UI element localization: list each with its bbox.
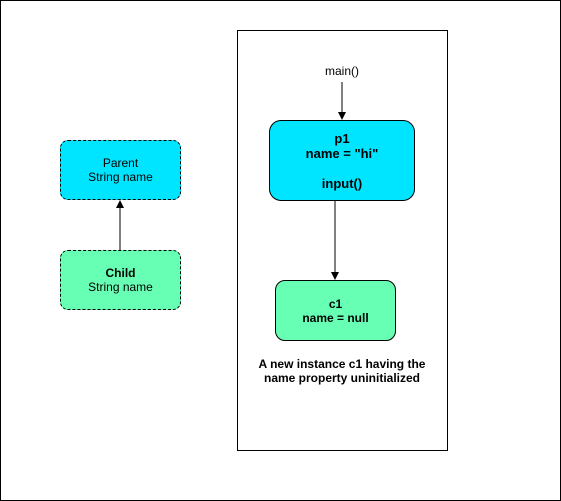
p1-field: name = "hi" (305, 145, 379, 161)
child-class-field: String name (88, 280, 153, 294)
main-label: main() (324, 64, 359, 78)
c1-caption: A new instance c1 having the name proper… (244, 357, 440, 385)
c1-caption-line1: A new instance c1 having the (258, 357, 426, 371)
p1-instance-box: p1 name = "hi" input() (269, 120, 415, 201)
child-class-box: Child String name (60, 250, 181, 310)
p1-title: p1 (334, 130, 350, 146)
c1-title: c1 (328, 296, 343, 311)
child-class-name: Child (105, 266, 136, 280)
parent-class-name: Parent (102, 156, 139, 170)
c1-field: name = null (302, 310, 369, 325)
c1-caption-line2: name property uninitialized (263, 371, 421, 385)
parent-class-box: Parent String name (60, 140, 181, 200)
parent-class-field: String name (88, 170, 153, 184)
c1-instance-box: c1 name = null (275, 280, 396, 341)
p1-call: input() (321, 175, 363, 191)
